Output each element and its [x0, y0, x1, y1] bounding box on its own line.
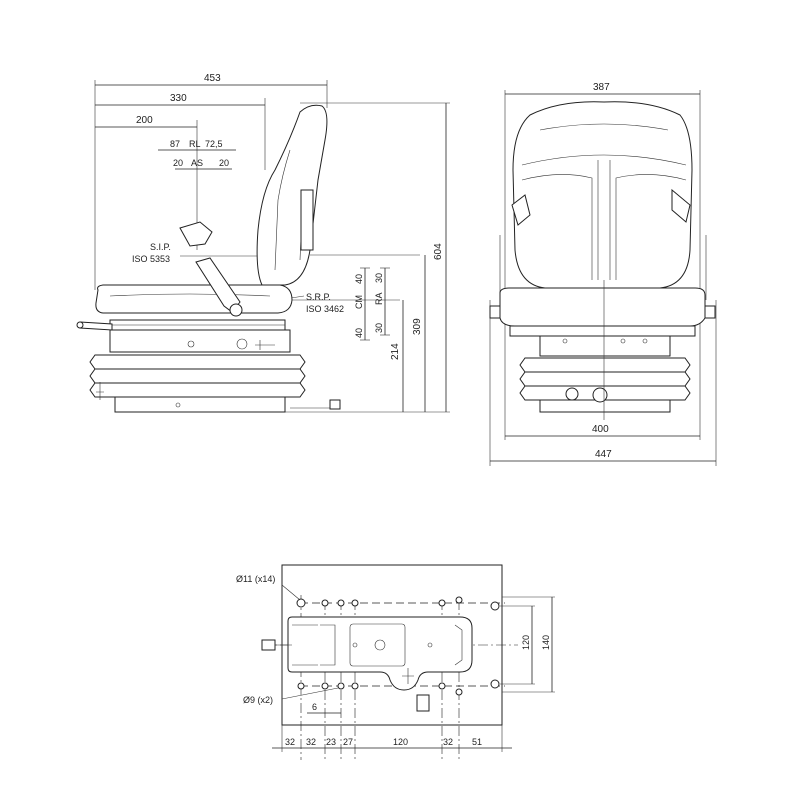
hole-11	[297, 682, 305, 690]
dim-140-vertical: 140	[541, 635, 551, 650]
dim-200: 200	[136, 115, 153, 126]
base-front	[539, 399, 671, 413]
dim-387: 387	[593, 82, 610, 93]
label-rl: RL	[189, 139, 201, 149]
backrest-front	[512, 101, 693, 289]
mounting-frame	[287, 616, 473, 691]
dim-453: 453	[204, 73, 221, 84]
dim-6: 6	[312, 702, 317, 712]
base-side	[114, 396, 286, 413]
height-knob	[565, 387, 579, 401]
dim-bottom-2: 23	[326, 737, 336, 747]
hole-11	[455, 596, 463, 604]
hole-11	[490, 679, 500, 689]
hole-11	[321, 599, 329, 607]
dim-72-5: 72,5	[205, 139, 223, 149]
seat-cushion-front	[499, 287, 706, 327]
hole-9	[337, 682, 345, 690]
dim-400: 400	[592, 424, 609, 435]
dim-ra-30-bottom: 30	[374, 323, 384, 333]
front-view: 387 400 447	[489, 82, 717, 466]
dim-cm-40-bottom: 40	[354, 328, 364, 338]
dim-bottom-3: 27	[343, 737, 353, 747]
label-srp-iso: ISO 3462	[306, 304, 344, 314]
dim-20-right: 20	[219, 158, 229, 168]
pivot-knob	[229, 303, 243, 317]
dim-bottom-1: 32	[306, 737, 316, 747]
backrest-bracket	[300, 189, 314, 251]
seat-cushion-side	[95, 284, 293, 314]
hole-11	[337, 599, 345, 607]
label-sip-iso: ISO 5353	[132, 254, 170, 264]
belt-guide-left	[511, 194, 531, 226]
dim-bottom-4: 120	[393, 737, 408, 747]
adjust-lever-front	[79, 321, 113, 331]
hole-11	[438, 599, 446, 607]
hole-11	[351, 599, 359, 607]
label-ra: RA	[374, 292, 384, 305]
dim-bottom-6: 51	[472, 737, 482, 747]
base-plate-view: Ø11 (x14) Ø9 (x2) 6 120 140 32 32 23 27 …	[236, 564, 555, 760]
hole-11	[455, 688, 463, 696]
dim-604: 604	[433, 243, 444, 260]
side-view: 453 330 200 87 RL 72,5 20 AS 20 604 309 …	[76, 73, 450, 413]
dim-330: 330	[170, 93, 187, 104]
connector-housing	[416, 694, 430, 712]
dim-447: 447	[595, 449, 612, 460]
hole-9	[321, 682, 329, 690]
hole-11	[351, 682, 359, 690]
dim-bottom-0: 32	[285, 737, 295, 747]
weight-knob	[592, 387, 608, 403]
seatbelt-buckle	[179, 221, 213, 247]
adjust-knob	[236, 338, 248, 350]
dim-ra-30-top: 30	[374, 273, 384, 283]
dim-87: 87	[170, 139, 180, 149]
dim-bottom-5: 32	[443, 737, 453, 747]
connector	[329, 399, 341, 410]
label-holes-11: Ø11 (x14)	[236, 574, 275, 584]
label-cm: CM	[354, 295, 364, 309]
dim-20-left: 20	[173, 158, 183, 168]
hole-11	[296, 598, 306, 608]
adjust-lever-base	[261, 639, 276, 651]
label-srp: S.R.P.	[306, 292, 331, 302]
dim-cm-40-top: 40	[354, 274, 364, 284]
dim-214: 214	[390, 343, 401, 360]
hole-11	[490, 601, 500, 611]
suspension-bellows-side	[89, 354, 306, 398]
label-holes-9: Ø9 (x2)	[243, 695, 273, 705]
dim-120-vertical: 120	[521, 635, 531, 650]
backrest-side	[256, 104, 328, 286]
label-as: AS	[191, 158, 203, 168]
hole-11	[438, 682, 446, 690]
belt-guide-right	[671, 188, 691, 223]
label-sip: S.I.P.	[150, 242, 171, 252]
dim-309: 309	[412, 318, 423, 335]
